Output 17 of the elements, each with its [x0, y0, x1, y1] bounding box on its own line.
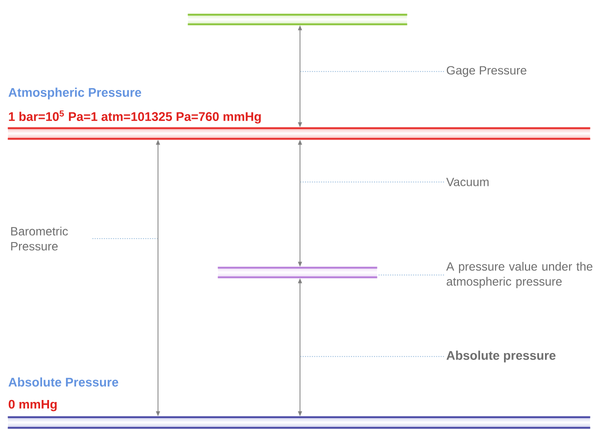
pressure-value: 0 mmHg [8, 400, 57, 412]
leader-line [300, 71, 444, 72]
annotation-label: Vacuum [446, 178, 489, 186]
level-bar [8, 416, 590, 429]
annotation-label: Absolute pressure [446, 350, 556, 362]
level-bar [218, 266, 378, 278]
pressure-value: 1 bar=10$^{5}$ Pa=1 atm=101325 Pa=760 mmHg [8, 110, 261, 124]
leader-line [376, 274, 444, 276]
leader-line [92, 238, 158, 239]
annotation-label: Barometric Pressure [11, 226, 68, 250]
annotation-label: Gage Pressure [446, 66, 526, 77]
level-heading: Absolute Pressure [8, 377, 118, 387]
leader-line [300, 356, 444, 357]
level-bar [188, 14, 408, 26]
level-heading: Atmospheric Pressure [8, 88, 142, 100]
annotation-label: A pressure value under the atmospheric pressure [446, 262, 592, 288]
level-bar [8, 127, 590, 140]
